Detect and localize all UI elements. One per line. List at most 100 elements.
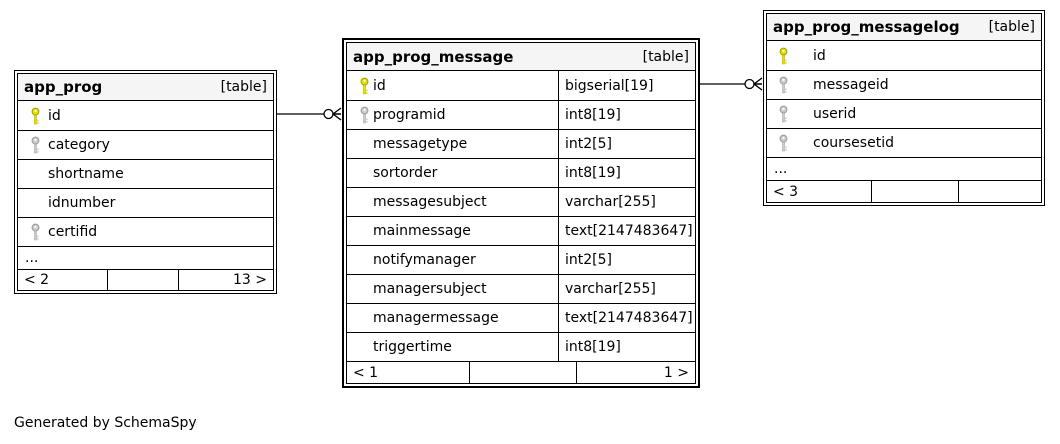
- table-app_prog_messagelog[interactable]: app_prog_messagelog [table] id messageid use…: [763, 10, 1045, 206]
- column-name: messageid: [813, 77, 889, 93]
- column-row-id: id bigserial[19]: [347, 71, 695, 100]
- column-type-cell: int2[5]: [558, 246, 695, 274]
- related-parents-count: < 1: [353, 364, 379, 381]
- column-row-certifid: certifid: [18, 217, 273, 246]
- zero-or-one-dot: [323, 108, 334, 120]
- column-type: varchar[255]: [565, 194, 656, 210]
- column-type-cell: int2[5]: [558, 130, 695, 158]
- column-type-cell: int8[19]: [558, 333, 695, 361]
- column-row-notifymanager: notifymanager int2[5]: [347, 245, 695, 274]
- foreign-key-icon: [31, 223, 40, 241]
- primary-key-icon: [779, 47, 788, 64]
- column-name: coursesetid: [813, 135, 894, 151]
- table-type-badge: [table]: [988, 19, 1035, 35]
- table-header[interactable]: app_prog_messagelog [table]: [767, 14, 1041, 41]
- column-name: messagesubject: [373, 194, 487, 210]
- zero-or-one-dot: [744, 78, 755, 90]
- column-name-cell: mainmessage: [347, 217, 558, 245]
- column-name: category: [48, 137, 110, 153]
- column-row-triggertime: triggertime int8[19]: [347, 332, 695, 361]
- table-header[interactable]: app_prog[table]: [18, 74, 273, 101]
- column-name-cell: triggertime: [347, 333, 558, 361]
- generated-by-caption: Generated by SchemaSpy: [14, 415, 197, 431]
- related-parents-count: < 3: [773, 183, 799, 200]
- related-children-count: 13 >: [232, 272, 267, 288]
- table-header[interactable]: app_prog_message[table]: [347, 43, 695, 71]
- footer-spacer: [871, 181, 959, 202]
- column-name: userid: [813, 106, 857, 122]
- column-type: text[2147483647]: [565, 223, 693, 239]
- foreign-key-icon: [779, 76, 788, 94]
- column-name-cell: certifid: [18, 218, 273, 246]
- relationship-connector-app_prog_message_id-to-app_prog_messagelog_messageid: [700, 77, 763, 91]
- table-box: app_prog[table]id category shortname idnumb…: [17, 73, 274, 291]
- column-name: id: [813, 47, 826, 64]
- column-row-category: category: [18, 130, 273, 159]
- column-name-cell: userid: [767, 100, 1041, 128]
- column-name-cell: id: [18, 101, 273, 130]
- column-row-messagesubject: messagesubject varchar[255]: [347, 187, 695, 216]
- column-type-cell: text[2147483647]: [558, 304, 695, 332]
- column-name: id: [373, 77, 386, 94]
- footer-spacer: [468, 362, 577, 383]
- column-row-id: id: [18, 101, 273, 130]
- table-footer: < 3: [767, 180, 1041, 202]
- column-name-cell: notifymanager: [347, 246, 558, 274]
- column-name: messagetype: [373, 136, 468, 152]
- column-name-cell: category: [18, 131, 273, 159]
- column-row-shortname: shortname: [18, 159, 273, 188]
- table-name: app_prog: [24, 78, 103, 96]
- foreign-key-icon: [779, 134, 788, 152]
- column-type-cell: text[2147483647]: [558, 217, 695, 245]
- column-name: id: [48, 107, 61, 124]
- truncated-columns-row: ...: [18, 246, 273, 269]
- column-name: idnumber: [48, 195, 116, 211]
- table-app_prog_message[interactable]: app_prog_message[table]id bigserial[19] pr…: [342, 38, 700, 388]
- column-row-coursesetid: coursesetid: [767, 128, 1041, 157]
- foreign-key-icon: [360, 106, 369, 124]
- column-type: int8[19]: [565, 165, 621, 181]
- related-children-count: [959, 181, 1041, 202]
- column-type-cell: bigserial[19]: [558, 71, 695, 100]
- column-row-id: id: [767, 41, 1041, 70]
- related-children-count: 1 >: [663, 364, 689, 381]
- primary-key-icon: [360, 77, 369, 94]
- column-type-cell: varchar[255]: [558, 275, 695, 303]
- column-row-mainmessage: mainmessage text[2147483647]: [347, 216, 695, 245]
- column-name-cell: shortname: [18, 160, 273, 188]
- table-box: app_prog_messagelog [table] id messageid use…: [766, 13, 1042, 203]
- column-name: managermessage: [373, 310, 499, 326]
- footer-spacer: [107, 270, 179, 290]
- column-name-cell: idnumber: [18, 189, 273, 217]
- table-name: app_prog_message: [353, 47, 514, 66]
- column-type: text[2147483647]: [565, 310, 693, 326]
- column-row-messagetype: messagetype int2[5]: [347, 129, 695, 158]
- table-app_prog[interactable]: app_prog[table]id category shortname idnumb…: [14, 70, 277, 294]
- column-type: int2[5]: [565, 136, 612, 152]
- column-type-cell: varchar[255]: [558, 188, 695, 216]
- column-row-idnumber: idnumber: [18, 188, 273, 217]
- column-name-cell: programid: [347, 101, 558, 129]
- foreign-key-icon: [31, 136, 40, 154]
- column-type: int2[5]: [565, 252, 612, 268]
- related-parents-count: < 2: [24, 272, 50, 288]
- crows-foot-icon: [332, 107, 342, 121]
- column-name: shortname: [48, 166, 124, 182]
- column-name-cell: messageid: [767, 71, 1041, 99]
- column-name-cell: id: [347, 71, 558, 100]
- relationship-connector-app_prog_id-to-app_prog_message_programid: [277, 107, 342, 121]
- table-footer: < 1 1 >: [347, 361, 695, 383]
- column-type: bigserial[19]: [565, 77, 654, 94]
- foreign-key-icon: [779, 105, 788, 123]
- column-name-cell: id: [767, 41, 1041, 70]
- column-name: programid: [373, 107, 446, 123]
- column-name-cell: managersubject: [347, 275, 558, 303]
- column-name: notifymanager: [373, 252, 476, 268]
- crows-foot-icon: [753, 77, 763, 91]
- column-name: triggertime: [373, 339, 452, 355]
- table-name: app_prog_messagelog: [773, 18, 960, 36]
- table-box: app_prog_message[table]id bigserial[19] pr…: [346, 42, 696, 384]
- column-name-cell: sortorder: [347, 159, 558, 187]
